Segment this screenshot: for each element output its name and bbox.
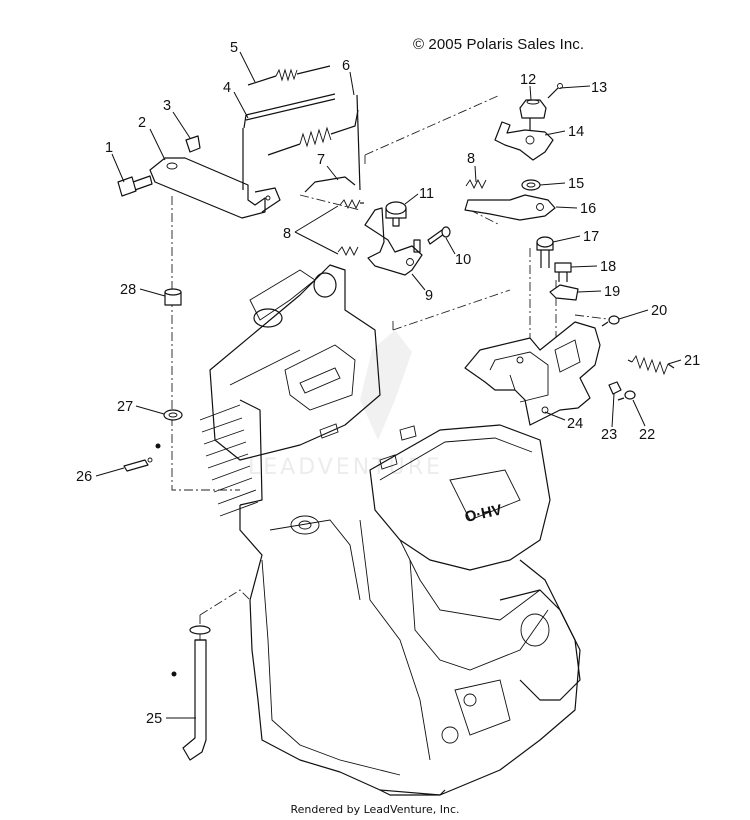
part-6-spring [242, 94, 361, 191]
part-17-bolt [536, 236, 554, 268]
callout-15: 15 [568, 176, 584, 192]
leader-lines [95, 51, 682, 719]
footer-rendered-by: Rendered by LeadVenture, Inc. [290, 803, 460, 816]
callout-17: 17 [583, 229, 599, 245]
part-8-spring-a [339, 198, 364, 210]
part-22-screw [617, 390, 636, 401]
callout-13: 13 [591, 80, 607, 96]
callout-12: 12 [520, 72, 536, 88]
part-16-plate [464, 194, 556, 221]
part-8-spring-c [465, 178, 487, 190]
callout-19: 19 [604, 284, 620, 300]
callout-25: 25 [146, 711, 162, 727]
part-24-bracket [464, 321, 601, 426]
callout-22: 22 [639, 427, 655, 443]
part-10-screw [427, 226, 451, 245]
part-20-screw [601, 315, 620, 327]
part-23-nut [608, 381, 622, 395]
callout-6: 6 [342, 58, 350, 74]
part-12-cap [519, 99, 547, 119]
watermark-logo: LEADVENTURE [248, 330, 443, 480]
callout-20: 20 [651, 303, 667, 319]
part-9-bracket [364, 207, 423, 276]
callout-3: 3 [163, 98, 171, 114]
watermark-text: LEADVENTURE [248, 455, 443, 480]
part-18-bolt [554, 262, 572, 282]
part-2-bracket [149, 157, 281, 219]
part-7-link [304, 176, 356, 193]
callout-4: 4 [223, 80, 231, 96]
part-14-lever [494, 118, 554, 161]
centerlines [171, 94, 616, 640]
callout-8-right: 8 [467, 151, 475, 167]
callout-11: 11 [419, 186, 434, 202]
callout-21: 21 [684, 353, 700, 369]
part-1-bolt [117, 175, 153, 197]
part-8-spring-b [337, 245, 359, 257]
callout-27: 27 [117, 399, 133, 415]
part-11-knob [385, 201, 407, 227]
part-5-spring [247, 65, 331, 86]
part-21-spring [627, 354, 675, 376]
part-27-washer [163, 409, 183, 421]
callout-26: 26 [76, 469, 92, 485]
callout-7: 7 [317, 152, 325, 168]
copyright-text: © 2005 Polaris Sales Inc. [413, 36, 585, 53]
part-13-pin [547, 83, 563, 99]
callout-5: 5 [230, 40, 238, 56]
part-28-bushing [164, 288, 182, 306]
callout-14: 14 [568, 124, 584, 140]
part-15-washer [521, 179, 541, 191]
part-4-rod [243, 93, 336, 129]
part-26-pin [123, 457, 153, 472]
callout-2: 2 [138, 115, 146, 131]
callout-24: 24 [567, 416, 583, 432]
callout-23: 23 [601, 427, 617, 443]
callout-9: 9 [425, 288, 433, 304]
callout-1: 1 [105, 140, 113, 156]
part-25-dipstick [182, 625, 211, 761]
svg-text:O·HV: O·HV [463, 501, 503, 525]
callout-18: 18 [600, 259, 616, 275]
part-3-clip [185, 135, 201, 153]
callout-16: 16 [580, 201, 596, 217]
part-19-clip [549, 284, 579, 301]
callout-28: 28 [120, 282, 136, 298]
callout-labels: 1 2 3 4 5 6 7 8 8 9 10 11 12 13 14 15 16… [76, 40, 700, 727]
callout-8-left: 8 [283, 226, 291, 242]
engine-block: O·HV [199, 264, 581, 796]
callout-10: 10 [455, 252, 471, 268]
